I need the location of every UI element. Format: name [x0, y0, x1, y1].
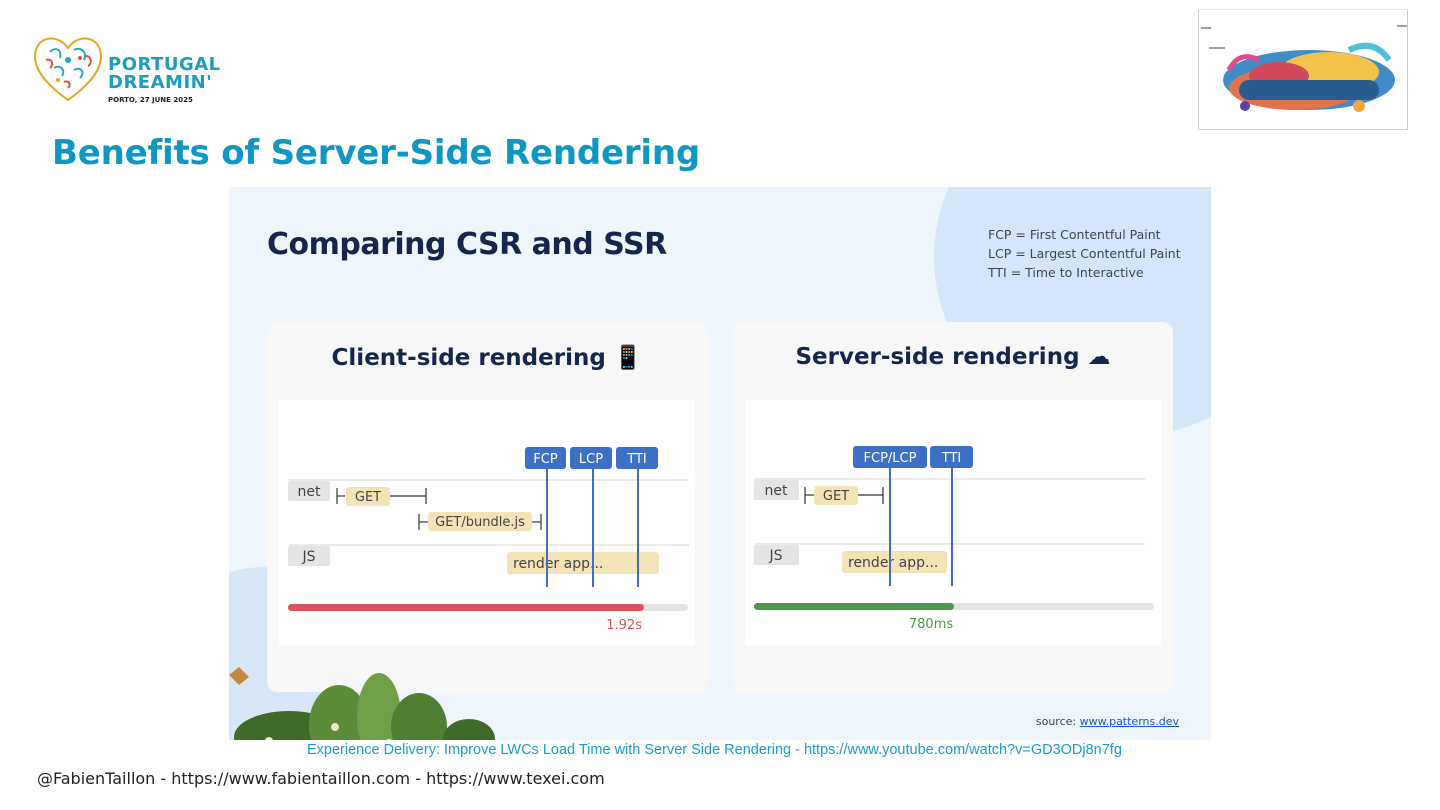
ssr-progress-fill — [754, 603, 954, 610]
task-render-label: render app... — [513, 556, 603, 572]
row-label-js: JS — [301, 549, 315, 565]
slide-title: Comparing CSR and SSR — [267, 227, 667, 262]
task-get-label: GET — [823, 489, 849, 504]
source-label: source: — [1035, 715, 1077, 728]
task-bundle-label: GET/bundle.js — [435, 515, 525, 530]
task-bundle — [428, 512, 532, 531]
row-label-js: JS — [768, 548, 782, 564]
ssr-timeline-chart: net JS GET render app... FCP/LCP T — [745, 400, 1161, 645]
ssr-panel: Server-side rendering ☁ net JS GET rende… — [733, 322, 1173, 692]
marker-fcp-lcp — [853, 446, 927, 468]
porto-illustration — [1198, 9, 1408, 130]
row-label-bg — [288, 481, 330, 501]
csr-progress-fill — [288, 604, 644, 611]
task-render-label: render app... — [848, 555, 938, 571]
csr-time-label: 1.92s — [606, 618, 642, 633]
marker-fcp-lcp-label: FCP/LCP — [864, 451, 917, 466]
ssr-panel-title: Server-side rendering ☁ — [795, 344, 1111, 370]
task-get — [814, 486, 858, 505]
row-label-bg — [288, 546, 330, 566]
embedded-slide: Comparing CSR and SSR FCP = First Conten… — [229, 187, 1211, 740]
marker-tti-label: TTI — [626, 452, 647, 467]
metric-legend: FCP = First Contentful Paint LCP = Large… — [988, 225, 1181, 282]
logo-wordmark: PORTUGAL DREAMIN' — [108, 56, 221, 92]
ssr-time-label: 780ms — [909, 617, 953, 632]
logo-line-1: PORTUGAL — [108, 54, 221, 75]
slide-source: source: www.patterns.dev — [1036, 715, 1179, 728]
row-label-bg — [754, 480, 799, 500]
csr-timeline-svg: net JS GET GET/bundle.js render a — [288, 447, 689, 633]
footer-credits: @FabienTaillon - https://www.fabientaill… — [37, 769, 605, 788]
portugal-dreamin-logo: PORTUGAL DREAMIN' PORTO, 27 JUNE 2025 — [30, 30, 220, 108]
row-label-net: net — [298, 484, 321, 500]
logo-date: PORTO, 27 JUNE 2025 — [108, 96, 193, 104]
video-caption-link[interactable]: Experience Delivery: Improve LWCs Load T… — [307, 742, 1122, 758]
ssr-timeline-svg: net JS GET render app... FCP/LCP T — [754, 446, 1154, 632]
page-title: Benefits of Server-Side Rendering — [52, 133, 700, 173]
task-get — [346, 487, 390, 506]
marker-lcp — [570, 447, 612, 469]
porto-cityscape-image — [1201, 25, 1407, 112]
marker-tti — [616, 447, 658, 469]
marker-tti-label: TTI — [941, 451, 962, 466]
csr-panel: Client-side rendering 📱 net JS GET — [267, 322, 707, 692]
task-render-app — [842, 551, 947, 573]
marker-fcp — [525, 447, 566, 469]
logo-line-2: DREAMIN' — [108, 72, 213, 93]
marker-lcp-label: LCP — [579, 452, 603, 467]
csr-panel-title: Client-side rendering 📱 — [331, 345, 643, 371]
csr-timeline-chart: net JS GET GET/bundle.js render a — [279, 400, 695, 645]
heart-logo-icon — [34, 37, 102, 102]
marker-fcp-label: FCP — [533, 452, 558, 467]
decorative-plants — [229, 667, 495, 740]
legend-item-fcp: FCP = First Contentful Paint — [988, 227, 1161, 242]
row-label-net: net — [765, 483, 788, 499]
task-get-label: GET — [355, 490, 381, 505]
source-link[interactable]: www.patterns.dev — [1079, 715, 1179, 728]
task-render-app — [507, 552, 659, 574]
row-label-bg — [754, 545, 799, 565]
legend-item-lcp: LCP = Largest Contentful Paint — [988, 246, 1181, 261]
marker-tti — [930, 446, 973, 468]
legend-item-tti: TTI = Time to Interactive — [988, 265, 1144, 280]
